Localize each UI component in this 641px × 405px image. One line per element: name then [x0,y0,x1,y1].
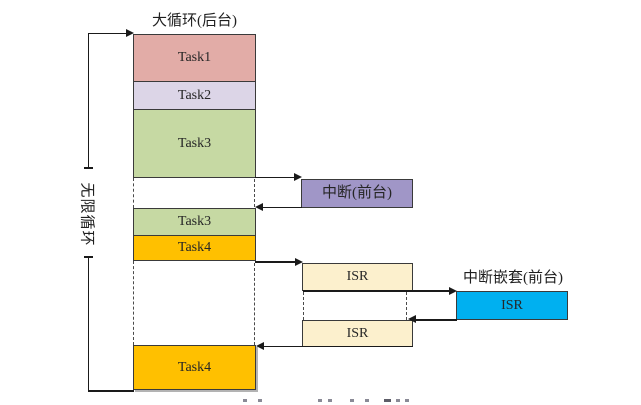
loop-label-vertical: 无限循环 [78,182,95,247]
arrow-nested-return-head-icon [408,315,416,323]
caption-remnant [405,399,409,402]
task1-label: Task1 [177,50,212,65]
arrow-isr-to-nested-line [303,290,449,292]
task-box-task2: Task2 [133,81,256,110]
task4-label: Task4 [177,240,212,255]
nested-isr-box: ISR [456,291,568,320]
arrow-interrupt-return-head-icon [255,202,263,211]
interrupt-foreground-box: 中断(前台) [301,179,413,208]
column-dashed-left-gap1 [132,178,134,208]
task2-label: Task2 [177,87,212,103]
loop-tick-upper [84,167,93,169]
arrow-isr-to-nested-head-icon [449,286,457,295]
task4-resume-label: Task4 [177,359,212,375]
task-box-task4: Task4 [133,235,256,261]
isr-first-label: ISR [346,269,369,284]
column-dashed-left-gap2 [132,261,134,345]
loop-bottom-line [88,390,134,392]
loop-vertical-line-upper [87,33,89,167]
caption-remnant [258,399,262,402]
column-dashed-right-gap2 [254,263,255,345]
caption-remnant [328,399,332,402]
task3-resume-label: Task3 [177,214,212,229]
task3-label: Task3 [177,135,212,151]
isr-dashed-left [303,292,304,320]
isr-dashed-right [406,292,407,320]
caption-remnant [365,399,369,402]
nested-isr-label: ISR [501,297,523,313]
task-box-task3: Task3 [133,109,256,178]
column-dashed-right-gap1 [254,179,255,207]
interrupt-foreground-label: 中断(前台) [322,185,392,201]
caption-remnant [318,399,322,402]
isr-first-box: ISR [302,263,413,291]
caption-remnant [350,399,354,402]
arrow-task3-to-interrupt-head-icon [294,173,302,181]
task-box-task4-resume: Task4 [133,345,256,390]
arrow-task4-to-isr-line [255,261,295,263]
task-box-task3-resume: Task3 [133,208,256,236]
arrow-interrupt-return-line [263,206,302,208]
isr-resume-label: ISR [346,325,369,341]
arrow-task4-to-isr-head-icon [295,257,303,266]
background-loop-title: 大循环(后台) [152,13,237,29]
loop-vertical-line-lower [87,257,89,391]
nested-interrupt-title: 中断嵌套(前台) [463,270,563,286]
arrow-task3-to-interrupt-line [255,176,294,178]
caption-remnant [384,399,391,402]
task-box-task1: Task1 [133,34,256,82]
isr-resume-box: ISR [302,320,413,347]
arrow-isr-to-task4-head-icon [256,341,264,350]
arrow-isr-to-task4-line [264,345,413,347]
caption-remnant [396,399,400,402]
loop-top-arrowhead-icon [126,29,134,37]
loop-tick-lower [84,256,93,258]
caption-remnant [243,399,247,402]
loop-top-line [88,32,126,34]
arrow-nested-return-line [416,319,457,321]
